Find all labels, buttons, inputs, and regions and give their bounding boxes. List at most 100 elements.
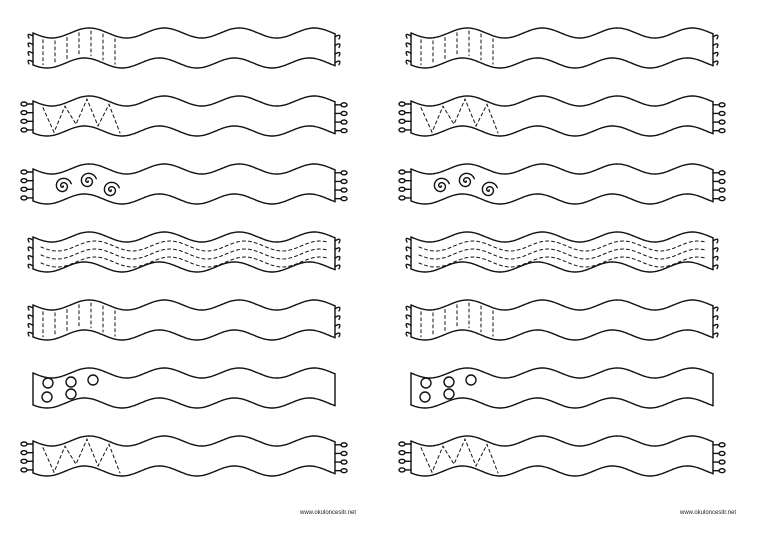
scarf-top-edge [410, 367, 714, 379]
fringe-tassel [398, 186, 406, 192]
fringe-tassel [718, 442, 726, 448]
fringe-loop [712, 238, 719, 244]
scarf-top-edge [410, 231, 714, 243]
scarf-2 [398, 95, 726, 137]
scarf-2 [20, 95, 348, 137]
fringe-tassel [718, 178, 726, 185]
fringe-loop [27, 305, 34, 311]
fringe-tassel [20, 101, 28, 107]
fringe-tassel [398, 169, 406, 175]
fringe-tassel [340, 442, 348, 448]
fringe-tassel [340, 467, 348, 474]
fringe-loop [334, 306, 341, 312]
scarf-7 [398, 435, 726, 477]
fringe-tassel [340, 102, 348, 108]
fringe-tassel [718, 467, 726, 474]
fringe-loop [27, 33, 34, 39]
scarf-bottom-edge [410, 465, 714, 477]
polka-dot [65, 388, 77, 400]
spiral [458, 172, 475, 188]
scarf-bottom-edge [410, 57, 714, 69]
scarf-top-edge [32, 163, 336, 175]
scarf-bottom-edge [32, 125, 336, 137]
scarf-top-edge [32, 299, 336, 311]
fringe-tassel [718, 195, 726, 202]
fringe-tassel [718, 459, 726, 465]
fringe-tassel [718, 450, 726, 457]
spiral [103, 181, 120, 197]
fringe-tassel [398, 195, 406, 201]
fringe-tassel [718, 119, 726, 125]
scarf-top-edge [410, 95, 714, 107]
fringe-loop [405, 331, 412, 337]
scarf-pattern-vertical-dashes [42, 30, 116, 66]
fringe-tassel [340, 178, 348, 185]
fringe-loop [405, 314, 412, 320]
scarf-bottom-edge [410, 193, 714, 205]
fringe-tassel [398, 458, 406, 464]
fringe-tassel [718, 187, 726, 193]
fringe-tassel [340, 450, 348, 457]
fringe-tassel [20, 177, 28, 184]
fringe-tassel [398, 177, 406, 184]
fringe-loop [27, 237, 34, 243]
scarf-pattern-zigzag-dashes [42, 437, 121, 474]
polka-dot [42, 377, 54, 389]
fringe-loop [712, 306, 719, 312]
fringe-tassel [20, 186, 28, 192]
fringe-loop [405, 255, 412, 260]
tracing-guide [40, 256, 328, 268]
scarf-bottom-edge [32, 261, 336, 273]
fringe-loop [712, 255, 719, 261]
fringe-tassel [20, 109, 28, 116]
scarf-5 [27, 299, 341, 341]
scarf-bottom-edge [32, 465, 336, 477]
scarf-pattern-circles [419, 374, 477, 403]
fringe-loop [334, 315, 341, 321]
scarf-top-edge [32, 95, 336, 107]
fringe-tassel [718, 110, 726, 117]
tracing-guide [420, 437, 499, 474]
fringe-tassel [398, 441, 406, 447]
fringe-tassel [398, 109, 406, 116]
fringe-tassel [20, 169, 28, 175]
scarf-pattern-spirals [55, 172, 120, 197]
scarf-bottom-edge [32, 57, 336, 69]
scarf-bottom-edge [410, 397, 714, 409]
fringe-loop [334, 332, 341, 338]
scarf-top-edge [32, 367, 336, 379]
fringe-loop [405, 246, 412, 252]
scarf-top-edge [410, 27, 714, 39]
fringe-loop [27, 314, 34, 320]
scarf-6 [32, 367, 336, 409]
fringe-loop [334, 43, 341, 49]
scarf-pattern-horizontal-dashes [418, 240, 706, 268]
fringe-loop [334, 323, 341, 329]
scarf-6 [410, 367, 714, 409]
polka-dot [65, 376, 77, 388]
scarf-4 [27, 231, 341, 273]
tracing-guide [418, 248, 706, 260]
fringe-loop [27, 246, 34, 252]
fringe-loop [334, 51, 341, 57]
fringe-loop [27, 263, 34, 269]
tracing-guide [42, 437, 121, 474]
fringe-loop [405, 305, 412, 311]
scarf-top-edge [410, 299, 714, 311]
fringe-tassel [340, 170, 348, 176]
fringe-tassel [340, 195, 348, 202]
fringe-loop [712, 51, 719, 57]
tracing-guide [418, 256, 706, 268]
polka-dot [41, 391, 53, 403]
polka-dot [443, 376, 455, 388]
fringe-tassel [398, 449, 406, 456]
scarf-pattern-vertical-dashes [420, 302, 494, 338]
scarf-pattern-spirals [433, 172, 498, 197]
polka-dot [443, 388, 455, 400]
fringe-tassel [20, 118, 28, 124]
scarf-top-edge [410, 435, 714, 447]
fringe-tassel [20, 441, 28, 447]
fringe-loop [712, 332, 719, 338]
fringe-tassel [340, 119, 348, 125]
